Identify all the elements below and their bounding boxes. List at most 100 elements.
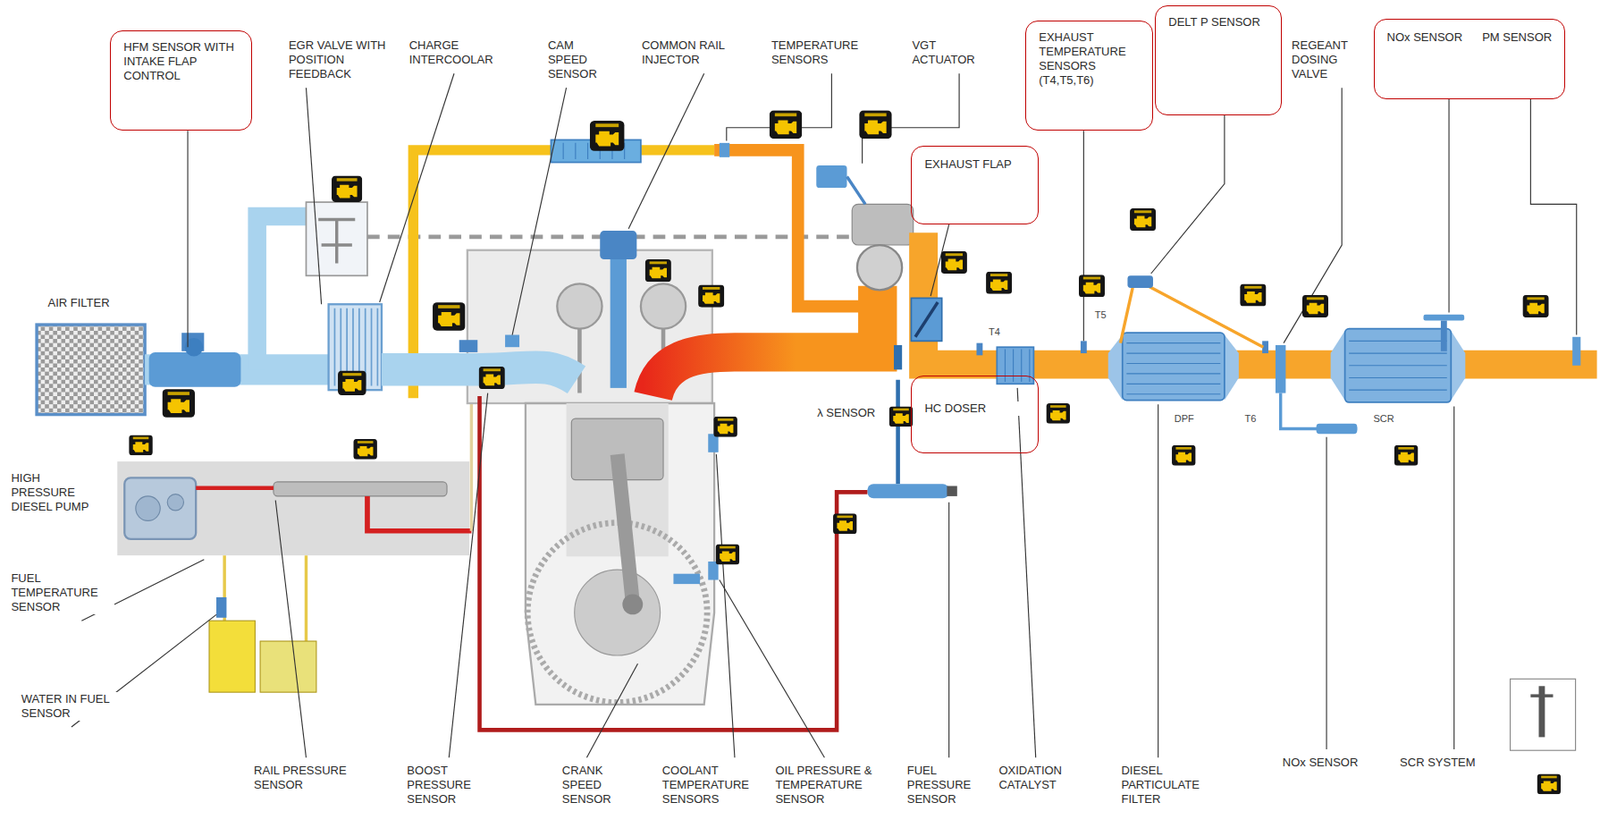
leader-lines: [275, 499, 306, 758]
hfm-sensor: [149, 352, 242, 388]
nox-pm-sensors: [1423, 314, 1466, 321]
check-engine-icons: [833, 513, 857, 534]
part-label: NOx SENSOR: [1281, 755, 1360, 770]
callout-box: HC DOSER: [910, 375, 1039, 454]
dpf: [1224, 335, 1239, 401]
engine: [527, 522, 708, 703]
callout-text: HC DOSER: [924, 401, 1026, 416]
part-label: TEMPERATURE SENSORS: [770, 38, 873, 68]
reagent-gauge: [1510, 678, 1576, 750]
part-label: T6: [1244, 412, 1258, 425]
dpf: [1122, 332, 1225, 400]
check-engine-icons: [715, 544, 740, 565]
dpf: [1108, 335, 1123, 401]
engine: [574, 569, 661, 656]
doser-and-lambda: [867, 345, 957, 498]
nox-pm-sensors: [1423, 314, 1582, 366]
dpf: [1126, 343, 1221, 395]
leader-lines: [71, 73, 1577, 758]
nox-pm-sensors: [1572, 336, 1581, 366]
turbo: [816, 165, 847, 188]
engine: [467, 143, 730, 705]
callout-box: EXHAUST TEMPERATURE SENSORS (T4,T5,T6): [1025, 20, 1154, 131]
leader-lines: [1325, 437, 1327, 750]
exhaust-flap: [915, 302, 938, 337]
fuel-system: [260, 640, 317, 692]
reagent-gauge: [1510, 678, 1576, 750]
scr: [1330, 330, 1346, 401]
oil-line: [480, 395, 868, 730]
injector: [599, 230, 637, 388]
leader-lines: [726, 73, 833, 141]
check-engine-icons: [698, 285, 725, 308]
engine: [622, 594, 643, 615]
charge-pipes: [637, 144, 715, 155]
dosing-valve: [1316, 423, 1358, 434]
check-engine-icons: [128, 434, 152, 455]
exhaust-sensors: [976, 343, 983, 356]
boost-sensor: [459, 339, 479, 353]
part-label: CAM SPEED SENSOR: [547, 38, 612, 82]
leader-lines: [512, 87, 567, 335]
engine: [640, 283, 686, 329]
nox-pm-sensors: [1440, 320, 1448, 352]
part-label: λ SENSOR: [816, 405, 876, 421]
check-engine-icons: [1129, 208, 1156, 231]
check-engine-icons: [1046, 403, 1070, 424]
dosing-valve: [1275, 345, 1286, 394]
check-engine-icons: [353, 438, 378, 460]
fuel-system: [167, 494, 184, 511]
part-label: COMMON RAIL INJECTOR: [640, 38, 749, 68]
engine: [505, 335, 520, 348]
scr: [1345, 328, 1452, 403]
air-filter: [36, 324, 145, 414]
doser-and-lambda: [895, 379, 901, 484]
engine: [617, 454, 633, 603]
turbo: [851, 203, 913, 245]
manifolds: [653, 286, 878, 396]
exhaust-sensors: [1080, 340, 1087, 354]
charge-pipes: [714, 150, 868, 307]
air-filter: [36, 324, 145, 414]
fuel-system: [216, 597, 227, 618]
engine: [719, 143, 730, 158]
oxidation-catalyst: [996, 346, 1034, 384]
part-label: AIR FILTER: [47, 295, 111, 311]
part-label: T5: [1094, 309, 1108, 321]
part-label: WATER IN FUEL SENSOR: [20, 691, 135, 721]
engine: [525, 403, 715, 705]
turbo: [816, 165, 913, 290]
turbo: [847, 176, 867, 205]
check-engine-icons: [1394, 445, 1418, 466]
leader-lines: [1448, 99, 1449, 313]
scr: [1348, 340, 1448, 390]
part-label: SCR SYSTEM: [1398, 755, 1477, 770]
dpf: [1108, 332, 1239, 400]
scr: [1450, 330, 1466, 401]
reagent-gauge: [1539, 685, 1546, 737]
fuel-system: [117, 461, 470, 556]
part-label: HIGH PRESSURE DIESEL PUMP: [9, 471, 106, 514]
exhaust-flap: [910, 297, 942, 341]
leader-lines: [448, 393, 488, 758]
turbo: [857, 244, 902, 290]
hfm-sensor: [149, 332, 242, 388]
leader-lines: [1017, 387, 1036, 758]
part-label: T4: [987, 326, 1002, 338]
engine: [673, 573, 700, 584]
leader-lines: [586, 663, 638, 758]
leader-lines: [1157, 404, 1159, 758]
check-engine-icons: [1523, 294, 1550, 318]
part-label: REGEANT DOSING VALVE: [1290, 38, 1365, 82]
leader-lines: [305, 87, 321, 304]
callout-box: EXHAUST FLAP: [910, 145, 1039, 225]
leader-lines: [186, 130, 188, 347]
part-label: FUEL TEMPERATURE SENSOR: [9, 571, 115, 615]
check-engine-icons: [331, 175, 363, 203]
check-engine-icons: [941, 251, 968, 274]
fuel-system: [209, 620, 255, 692]
part-label: FUEL PRESSURE SENSOR: [906, 763, 991, 807]
check-engine-icons: [1537, 773, 1561, 794]
check-engine-icons: [713, 416, 737, 438]
